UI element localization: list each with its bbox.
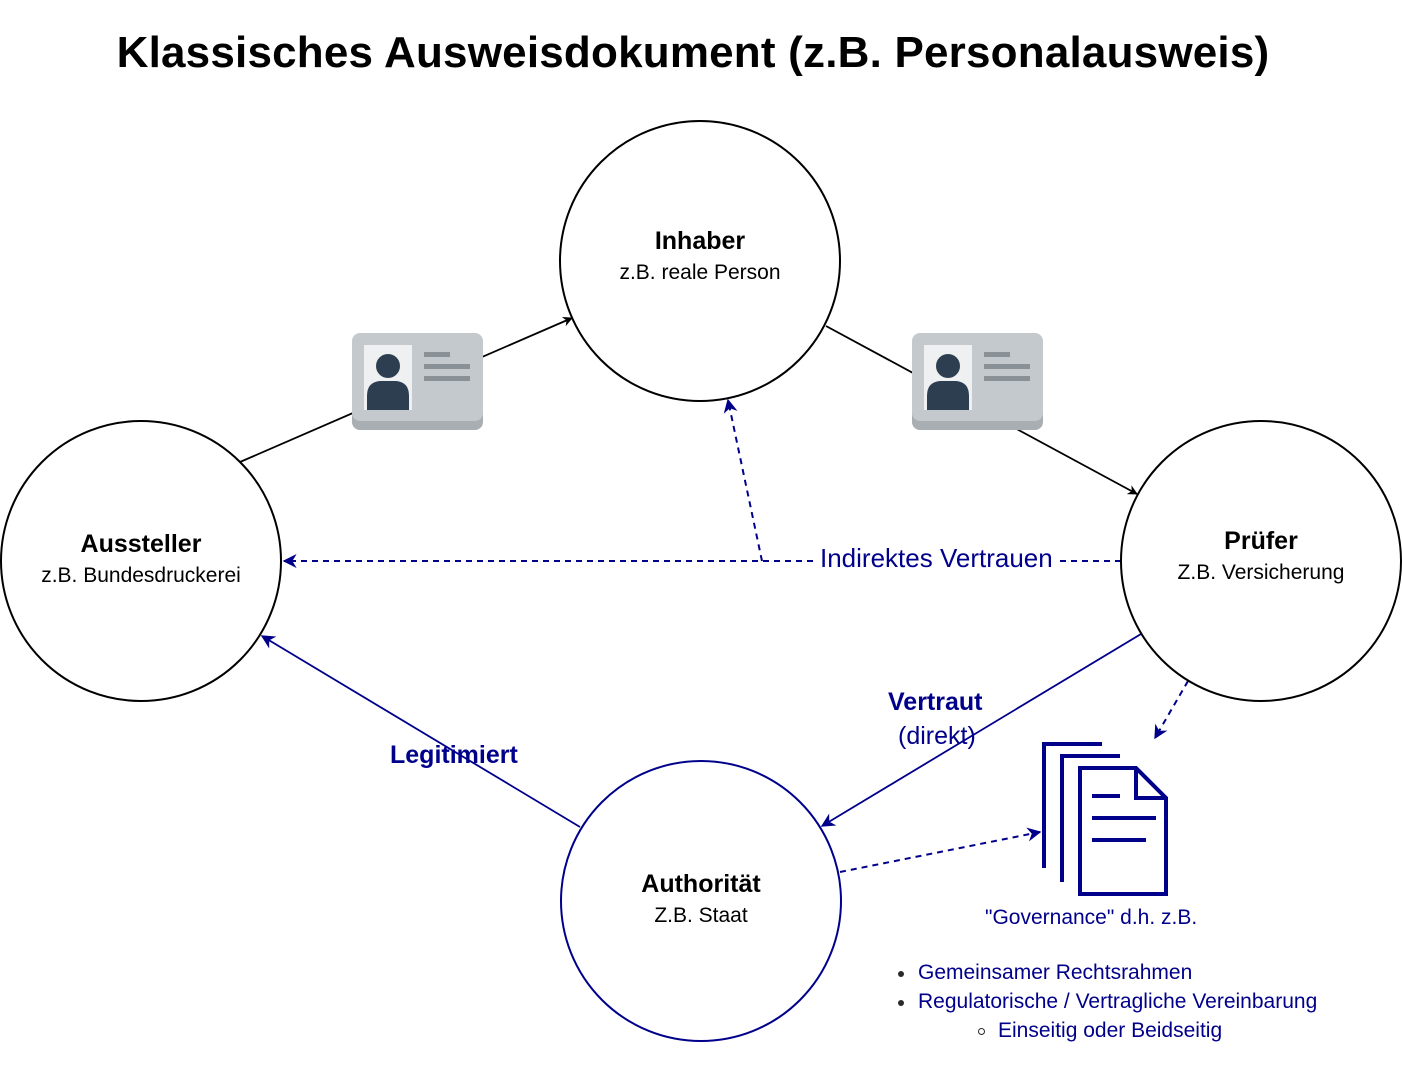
- node-authoritaet-name: Authorität: [641, 870, 761, 898]
- node-inhaber: Inhaber z.B. reale Person: [560, 224, 840, 288]
- node-aussteller-sub: z.B. Bundesdruckerei: [41, 564, 241, 587]
- id-card-icon: [912, 333, 1043, 430]
- node-authoritaet-circle: [560, 760, 842, 1042]
- edge-indirekt-inhaber: [723, 398, 763, 562]
- governance-list: Gemeinsamer Rechtsrahmen Regulatorische …: [898, 958, 1317, 1045]
- edge-label-vertraut-sub: (direkt): [898, 722, 976, 750]
- edge-label-legitimiert: Legitimiert: [390, 741, 518, 769]
- node-pruefer: Prüfer Z.B. Versicherung: [1121, 524, 1401, 588]
- node-pruefer-sub: Z.B. Versicherung: [1177, 561, 1345, 584]
- node-aussteller: Aussteller z.B. Bundesdruckerei: [1, 527, 281, 591]
- node-aussteller-circle: [0, 420, 282, 702]
- node-inhaber-name: Inhaber: [654, 227, 746, 255]
- page-title: Klassisches Ausweisdokument (z.B. Person…: [116, 28, 1270, 77]
- documents-icon: [1042, 742, 1168, 896]
- governance-subitem: Einseitig oder Beidseitig: [978, 1016, 1317, 1045]
- id-card-icon: [352, 333, 483, 430]
- node-aussteller-name: Aussteller: [80, 530, 202, 558]
- node-pruefer-name: Prüfer: [1224, 527, 1298, 555]
- edge-pruefer-governance: [1154, 680, 1189, 740]
- edge-authoritaet-governance: [839, 827, 1042, 873]
- edge-label-indirekt: Indirektes Vertrauen: [818, 543, 1055, 574]
- node-pruefer-circle: [1120, 420, 1402, 702]
- node-authoritaet-sub: Z.B. Staat: [654, 904, 748, 927]
- node-inhaber-circle: [559, 120, 841, 402]
- edge-label-vertraut: Vertraut: [888, 688, 983, 716]
- governance-item: Regulatorische / Vertragliche Vereinbaru…: [898, 987, 1317, 1016]
- edge-vertraut: [820, 633, 1142, 827]
- governance-caption: "Governance" d.h. z.B.: [985, 906, 1198, 929]
- edge-legitimiert: [260, 635, 581, 828]
- node-authoritaet: Authorität Z.B. Staat: [561, 867, 841, 931]
- node-inhaber-sub: z.B. reale Person: [619, 261, 781, 284]
- governance-item: Gemeinsamer Rechtsrahmen: [898, 958, 1317, 987]
